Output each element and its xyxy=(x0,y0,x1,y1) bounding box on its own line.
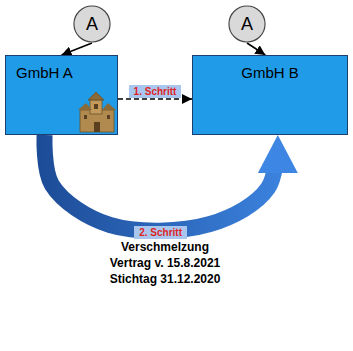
company-box: GmbH A xyxy=(5,55,118,135)
connector-arrow xyxy=(118,98,192,100)
company-box: GmbH B xyxy=(192,55,348,135)
merger-note: Verschmelzung xyxy=(121,240,209,254)
node-text: GmbH A xyxy=(16,64,107,81)
node-text: A xyxy=(228,14,266,35)
node-text: GmbH B xyxy=(203,64,337,81)
merger-note: Vertrag v. 15.8.2021 xyxy=(110,256,221,270)
merger-note: Stichtag 31.12.2020 xyxy=(110,272,221,286)
connector-arrow xyxy=(62,43,93,55)
merger-arrow xyxy=(44,135,277,231)
connector-arrow xyxy=(247,43,265,55)
shareholder-circle: A xyxy=(228,5,266,43)
step-label: 1. Schritt xyxy=(129,85,182,98)
shareholder-circle: A xyxy=(73,5,111,43)
node-text: A xyxy=(73,14,111,35)
step-label: 2. Schritt xyxy=(134,226,187,239)
